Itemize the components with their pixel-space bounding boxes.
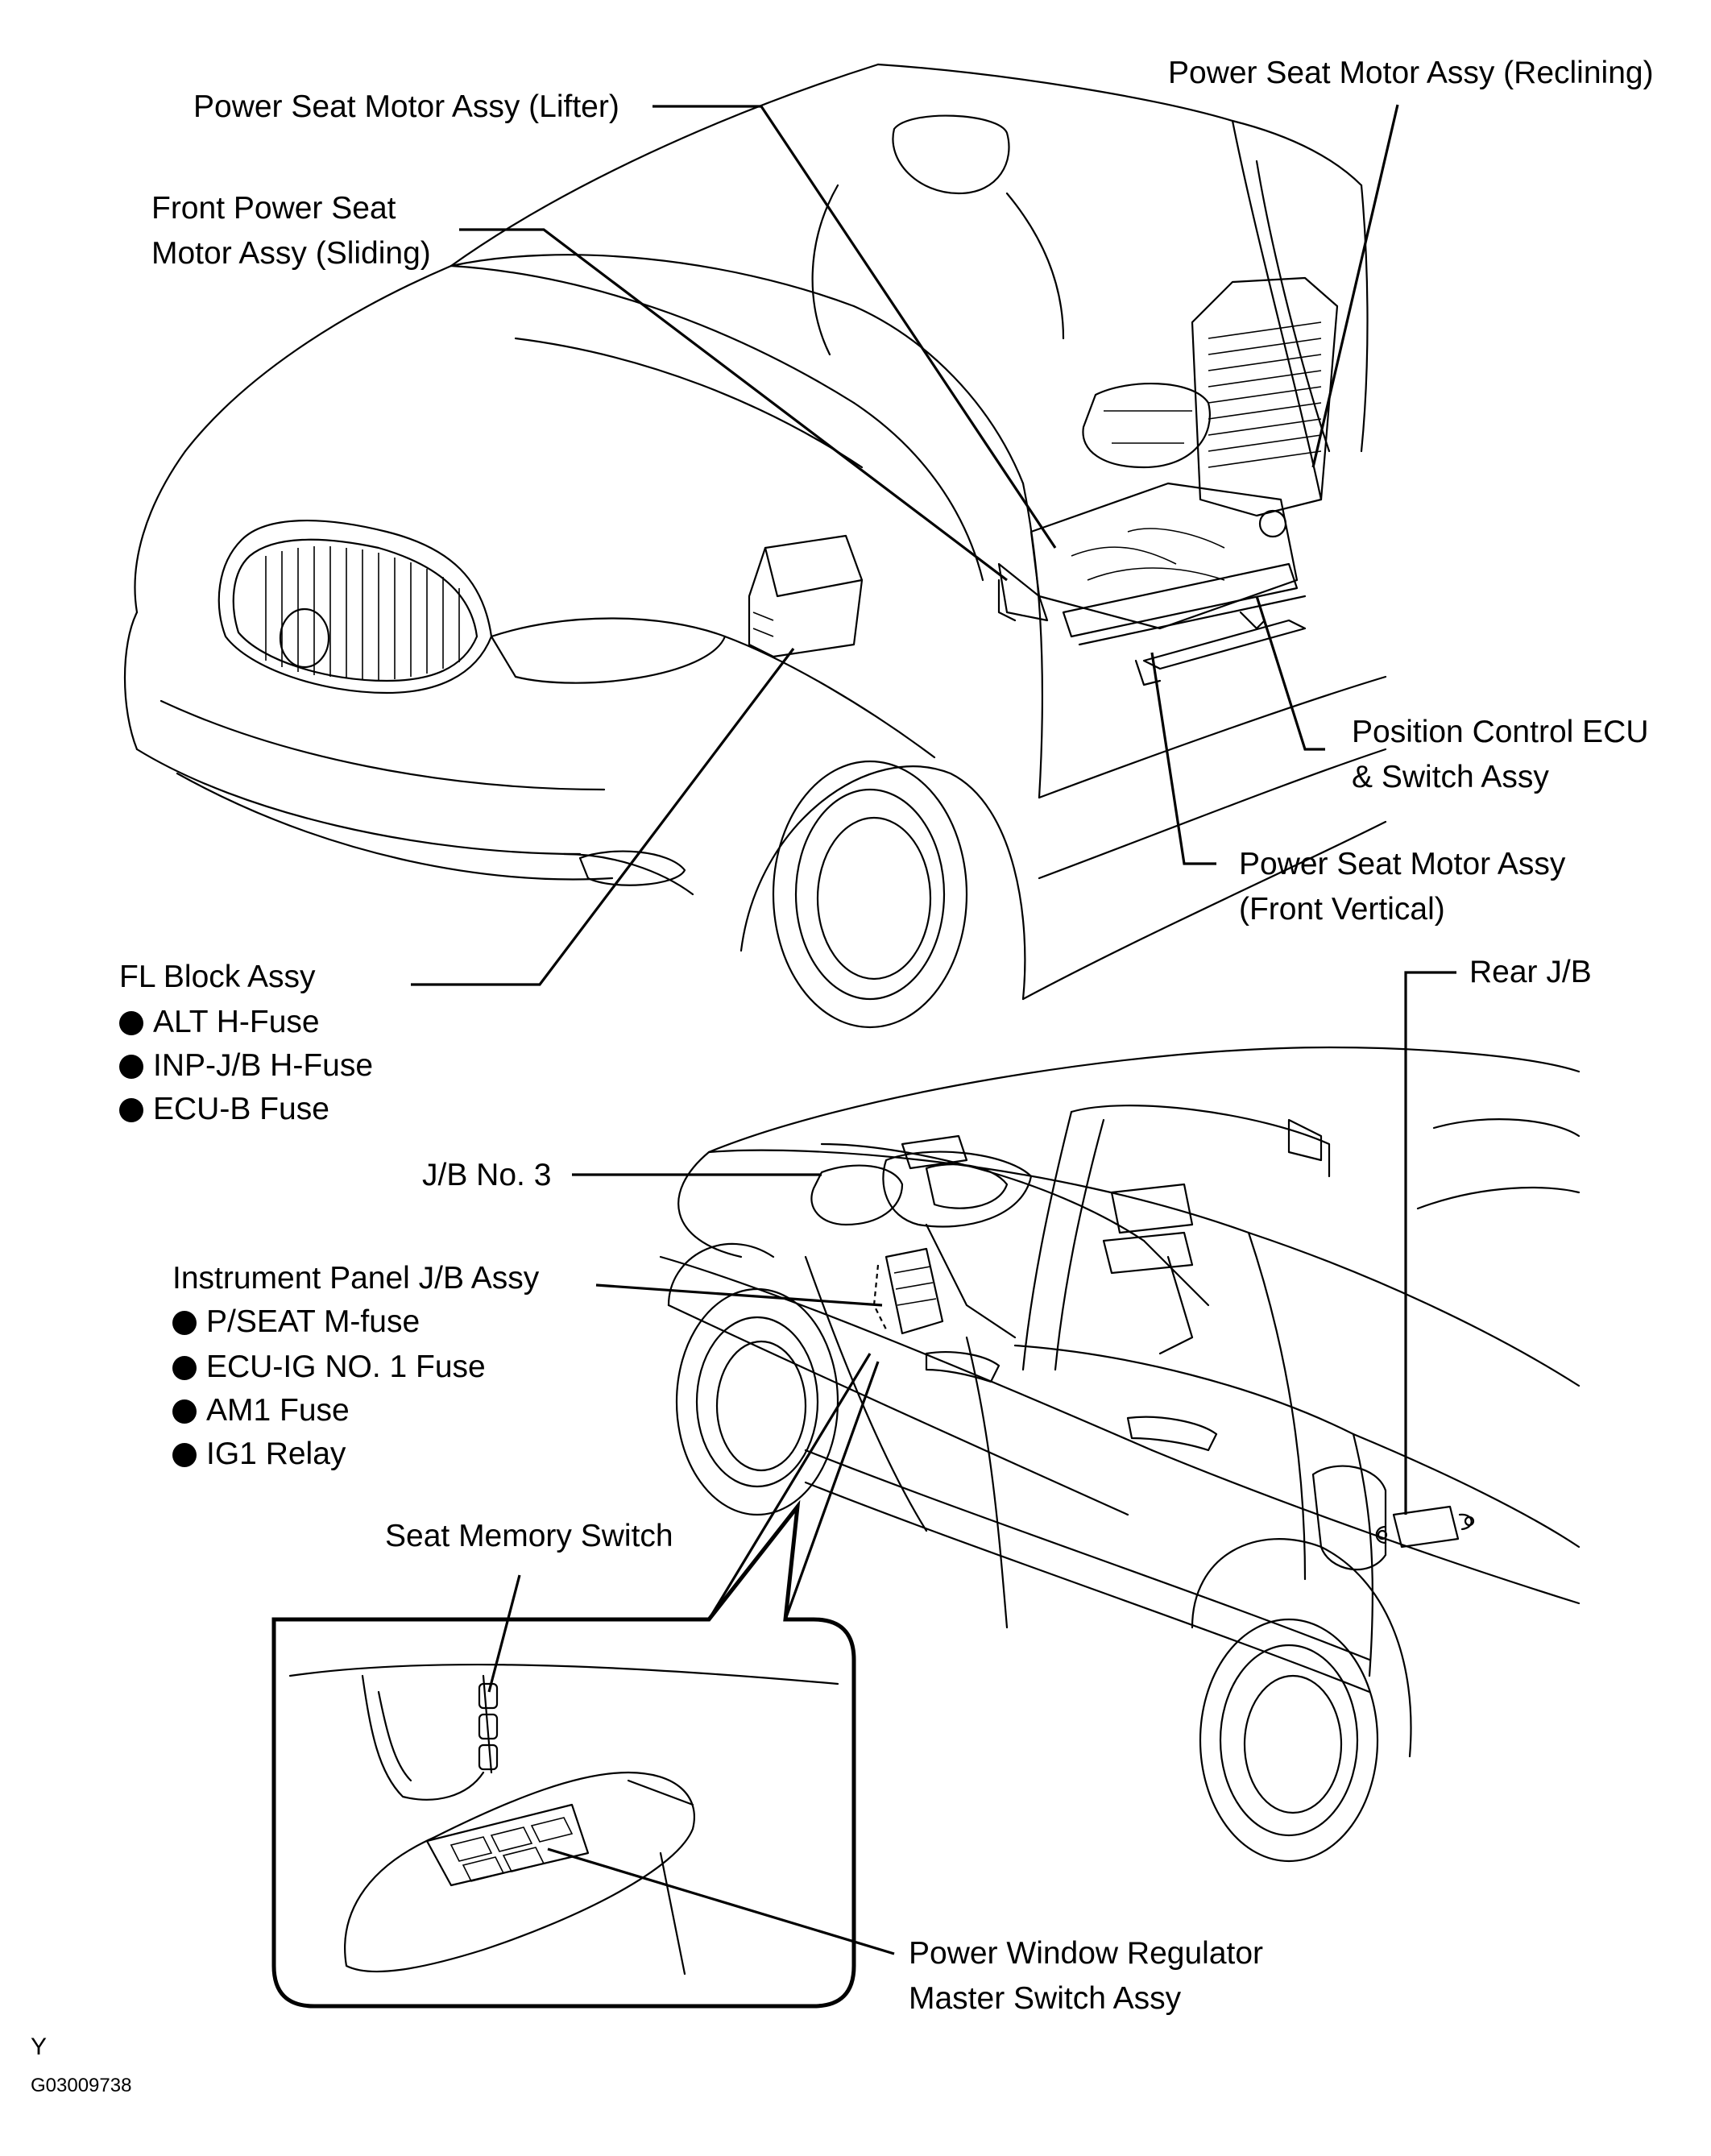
fl-block-item: ALT H-Fuse: [119, 1001, 320, 1044]
bullet-icon: [119, 1098, 143, 1122]
power-seat-assembly: [997, 276, 1339, 686]
bullet-icon: [172, 1356, 197, 1380]
ip-jb-item: AM1 Fuse: [172, 1389, 350, 1432]
label-sliding-motor-line1: Front Power Seat: [151, 191, 396, 226]
ip-jb-item: P/SEAT M-fuse: [172, 1300, 420, 1344]
label-rear-jb: Rear J/B: [1469, 955, 1592, 989]
label-front-vertical-motor-line2: (Front Vertical): [1239, 892, 1445, 927]
fl-block-item: INP-J/B H-Fuse: [119, 1044, 373, 1088]
label-instrument-panel-jb: Instrument Panel J/B Assy: [172, 1261, 540, 1296]
fl-block-item: ECU-B Fuse: [119, 1088, 329, 1131]
footer-code-letter: Y: [31, 2034, 48, 2060]
bullet-icon: [172, 1311, 197, 1335]
label-front-vertical-motor-line1: Power Seat Motor Assy: [1239, 847, 1566, 881]
ip-jb-item: IG1 Relay: [172, 1432, 346, 1476]
label-lifter-motor: Power Seat Motor Assy (Lifter): [193, 89, 619, 124]
label-seat-memory-switch: Seat Memory Switch: [385, 1519, 673, 1553]
label-sliding-motor-line2: Motor Assy (Sliding): [151, 236, 431, 271]
footer-figure-id: G03009738: [31, 2075, 132, 2096]
label-power-window-switch-line1: Power Window Regulator: [909, 1936, 1264, 1971]
label-fl-block: FL Block Assy: [119, 960, 316, 994]
label-position-control-ecu-line1: Position Control ECU: [1352, 715, 1649, 749]
bullet-icon: [119, 1055, 143, 1079]
door-switch-inset: [271, 1353, 880, 2009]
label-position-control-ecu-line2: & Switch Assy: [1352, 760, 1549, 794]
label-power-window-switch-line2: Master Switch Assy: [909, 1981, 1182, 2016]
label-reclining-motor: Power Seat Motor Assy (Reclining): [1168, 56, 1654, 90]
ip-jb-item: ECU-IG NO. 1 Fuse: [172, 1345, 486, 1389]
label-jb-no3: J/B No. 3: [422, 1158, 552, 1192]
leader-lines: [411, 104, 1456, 1955]
bullet-icon: [172, 1399, 197, 1424]
bullet-icon: [119, 1011, 143, 1035]
car-front-illustration: [123, 63, 1387, 1029]
car-rear-illustration: [659, 1046, 1580, 1863]
bullet-icon: [172, 1443, 197, 1467]
